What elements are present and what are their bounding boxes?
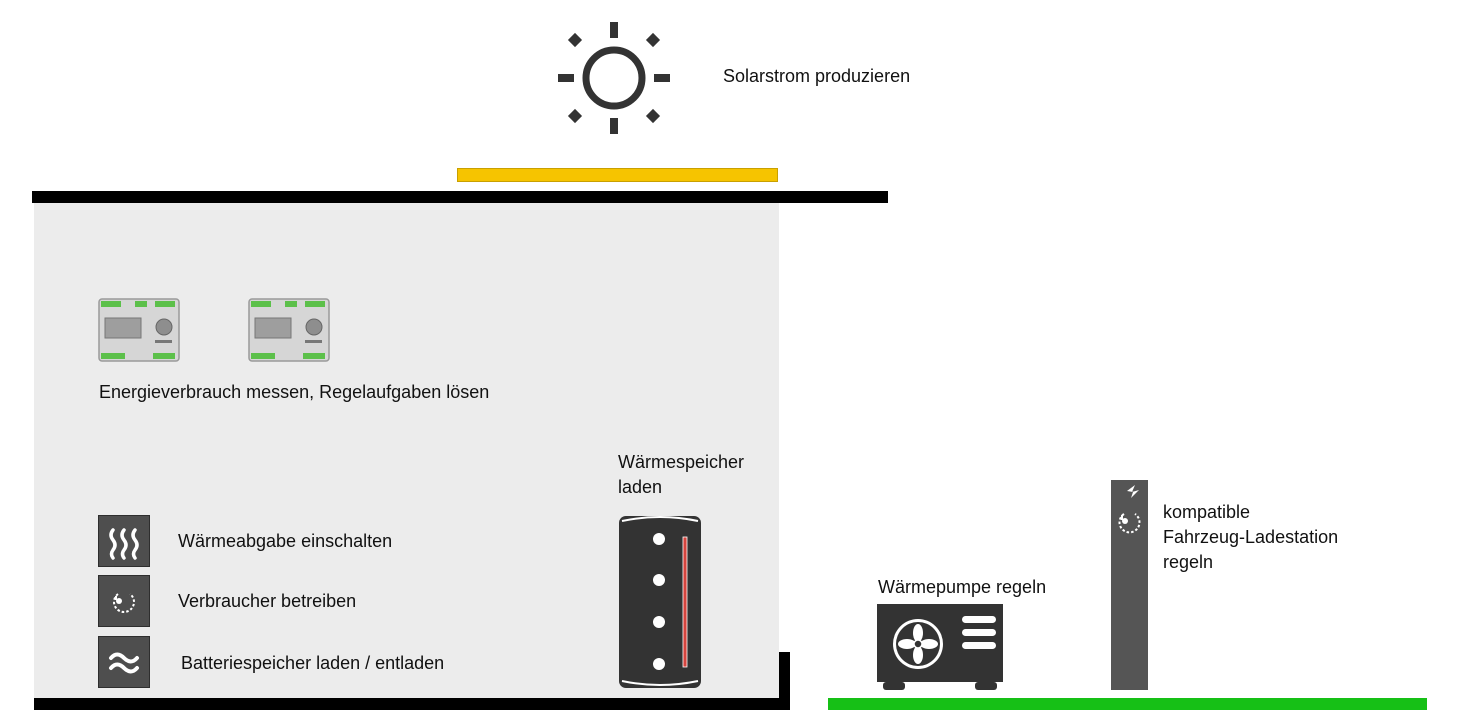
energy-meter-icon [98, 298, 180, 362]
ground [828, 698, 1427, 710]
heat-storage-tank-icon [619, 516, 701, 688]
ev-charger-icon [1111, 480, 1148, 690]
task-label: Batteriespeicher laden / entladen [181, 653, 445, 673]
task-label: Verbraucher betreiben [178, 591, 357, 611]
power-plug-icon [98, 575, 150, 627]
meters-label: Energieverbrauch messen, Regelaufgaben l… [99, 382, 490, 402]
house-wall [779, 652, 790, 710]
heat-storage-label: Wärmespeicher laden [618, 452, 745, 497]
heat-waves-icon [98, 515, 150, 567]
solar-panel [457, 168, 778, 182]
charging-station-label: kompatible Fahrzeug-Ladestation regeln [1163, 502, 1339, 572]
sun-icon [558, 22, 670, 134]
energy-meter-icon [248, 298, 330, 362]
house-floor [34, 698, 790, 710]
heat-pump-label: Wärmepumpe regeln [878, 577, 1047, 597]
solar-label: Solarstrom produzieren [723, 66, 911, 86]
battery-wave-icon [98, 636, 150, 688]
roof [32, 191, 888, 203]
task-label: Wärmeabgabe einschalten [178, 531, 393, 551]
heat-pump-icon [877, 604, 1003, 690]
